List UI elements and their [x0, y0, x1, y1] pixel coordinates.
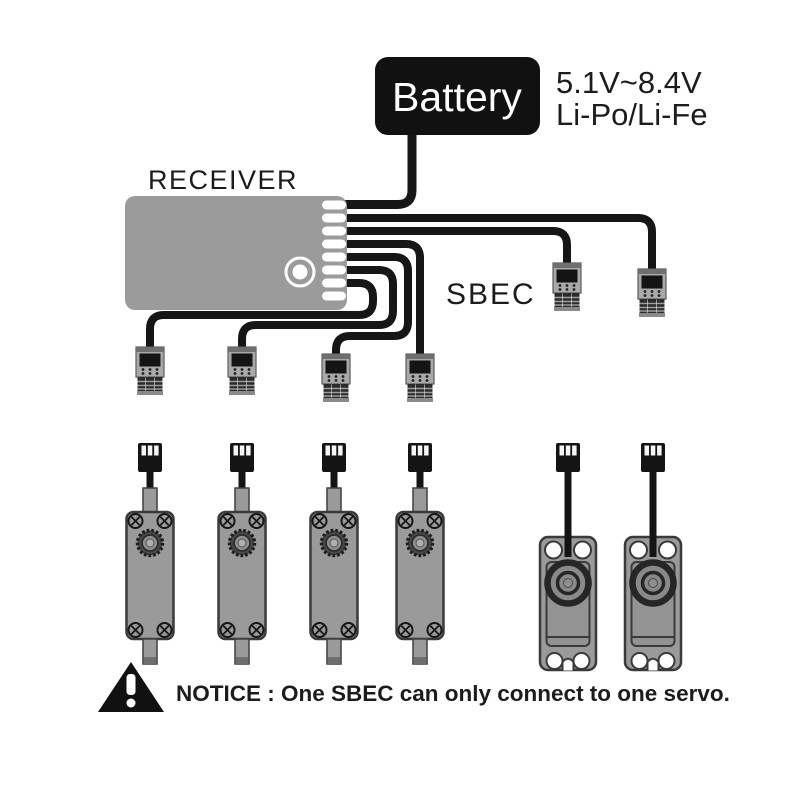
sbec-unit-left: [552, 262, 582, 312]
battery-voltage-line1: 5.1V~8.4V: [556, 65, 702, 100]
wire-harness: [146, 132, 656, 354]
small-servo-1: [127, 443, 174, 664]
large-servo-1: [540, 443, 596, 671]
servo-connector-1: [135, 346, 165, 396]
sbec-unit-right: [637, 268, 667, 318]
warning-triangle-icon: [98, 662, 164, 712]
receiver: [125, 196, 347, 310]
small-servo-2: [219, 443, 266, 664]
receiver-led-icon: [284, 256, 316, 288]
receiver-pins: [322, 200, 346, 301]
sbec-left-wire: [344, 227, 571, 263]
battery: Battery: [375, 57, 540, 135]
servo-connector-4: [405, 353, 435, 403]
notice-text: NOTICE : One SBEC can only connect to on…: [176, 681, 730, 706]
battery-voltage-line2: Li-Po/Li-Fe: [556, 97, 708, 132]
connector-3-wire: [332, 253, 412, 354]
battery-label: Battery: [392, 74, 522, 120]
servo-connector-3: [321, 353, 351, 403]
large-servo-2: [625, 443, 681, 671]
small-servo-3: [311, 443, 358, 664]
connector-1-wire: [146, 279, 377, 347]
connector-2-wire: [238, 266, 397, 347]
servo-connector-2: [227, 346, 257, 396]
sbec-label: SBEC: [446, 278, 536, 311]
battery-wire: [344, 132, 417, 209]
receiver-label: RECEIVER: [148, 165, 298, 195]
connector-4-wire: [344, 240, 424, 354]
sbec-right-wire: [344, 214, 656, 269]
small-servo-4: [397, 443, 444, 664]
